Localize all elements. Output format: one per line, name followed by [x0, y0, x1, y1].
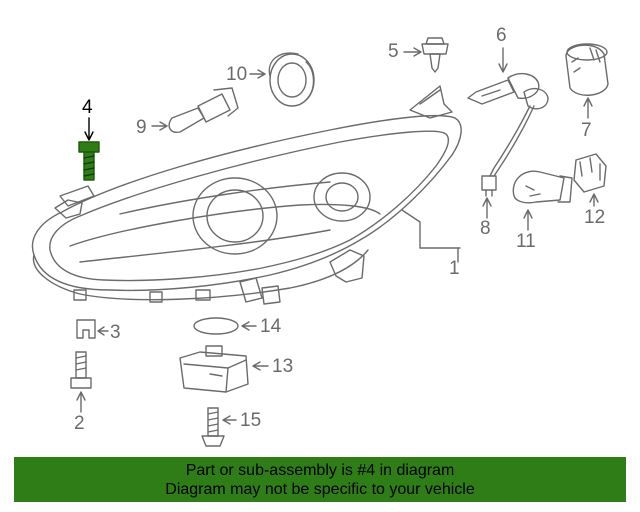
callout-label-7: 7 — [581, 120, 592, 141]
callout-arrow-8 — [482, 197, 492, 219]
callout-arrow-4 — [84, 117, 94, 141]
callout-arrow-3 — [97, 326, 109, 336]
low-beam-bulb-part-9[interactable] — [168, 87, 239, 133]
clip-part-3[interactable] — [76, 319, 96, 339]
banner-line-1: Part or sub-assembly is #4 in diagram — [185, 462, 455, 479]
screw-part-15[interactable] — [201, 407, 225, 447]
callout-label-5: 5 — [388, 41, 399, 62]
callout-arrow-13 — [252, 361, 269, 371]
banner-line-2: Diagram may not be specific to your vehi… — [165, 481, 475, 498]
callout-label-8: 8 — [480, 218, 491, 239]
callout-arrow-6 — [498, 47, 508, 73]
callout-label-10: 10 — [226, 64, 248, 85]
ballast-module-part-13[interactable] — [179, 345, 249, 393]
callout-label-4[interactable]: 4 — [82, 97, 93, 118]
bulb-socket-part-12[interactable] — [573, 153, 607, 193]
callout-label-12: 12 — [584, 207, 606, 228]
info-banner: Part or sub-assembly is #4 in diagram Di… — [14, 457, 626, 502]
callout-arrow-9 — [151, 121, 168, 131]
callout-arrow-5 — [403, 47, 422, 57]
callout-arrow-15 — [222, 415, 237, 425]
callout-label-3: 3 — [110, 322, 121, 343]
callout-label-6: 6 — [496, 25, 507, 46]
callout-label-14: 14 — [260, 316, 282, 337]
callout-arrow-12 — [589, 193, 599, 207]
bolt-part-4[interactable] — [78, 141, 100, 181]
callout-arrow-2 — [76, 391, 86, 413]
callout-arrow-14 — [241, 321, 257, 331]
callout-label-1: 1 — [449, 258, 460, 279]
socket-harness-part-8[interactable] — [481, 87, 549, 197]
callout-label-15: 15 — [240, 410, 262, 431]
callout-label-9: 9 — [136, 117, 147, 138]
callout-label-13: 13 — [272, 356, 294, 377]
headlamp-assembly[interactable] — [31, 85, 462, 305]
callout-label-2: 2 — [74, 413, 85, 434]
high-beam-bulb-part-6[interactable] — [467, 72, 540, 105]
callout-arrow-10 — [249, 69, 266, 79]
callout-arrow-7 — [583, 97, 593, 119]
o-ring-part-14[interactable] — [193, 317, 239, 335]
turn-signal-bulb-part-11[interactable] — [512, 170, 573, 204]
bolt-part-2[interactable] — [70, 351, 92, 389]
bulb-cap-part-7[interactable] — [565, 43, 609, 96]
push-pin-part-5[interactable] — [421, 37, 449, 73]
dust-cover-part-10[interactable] — [268, 52, 315, 107]
callout-arrow-11 — [523, 209, 533, 231]
callout-label-11: 11 — [516, 231, 536, 252]
